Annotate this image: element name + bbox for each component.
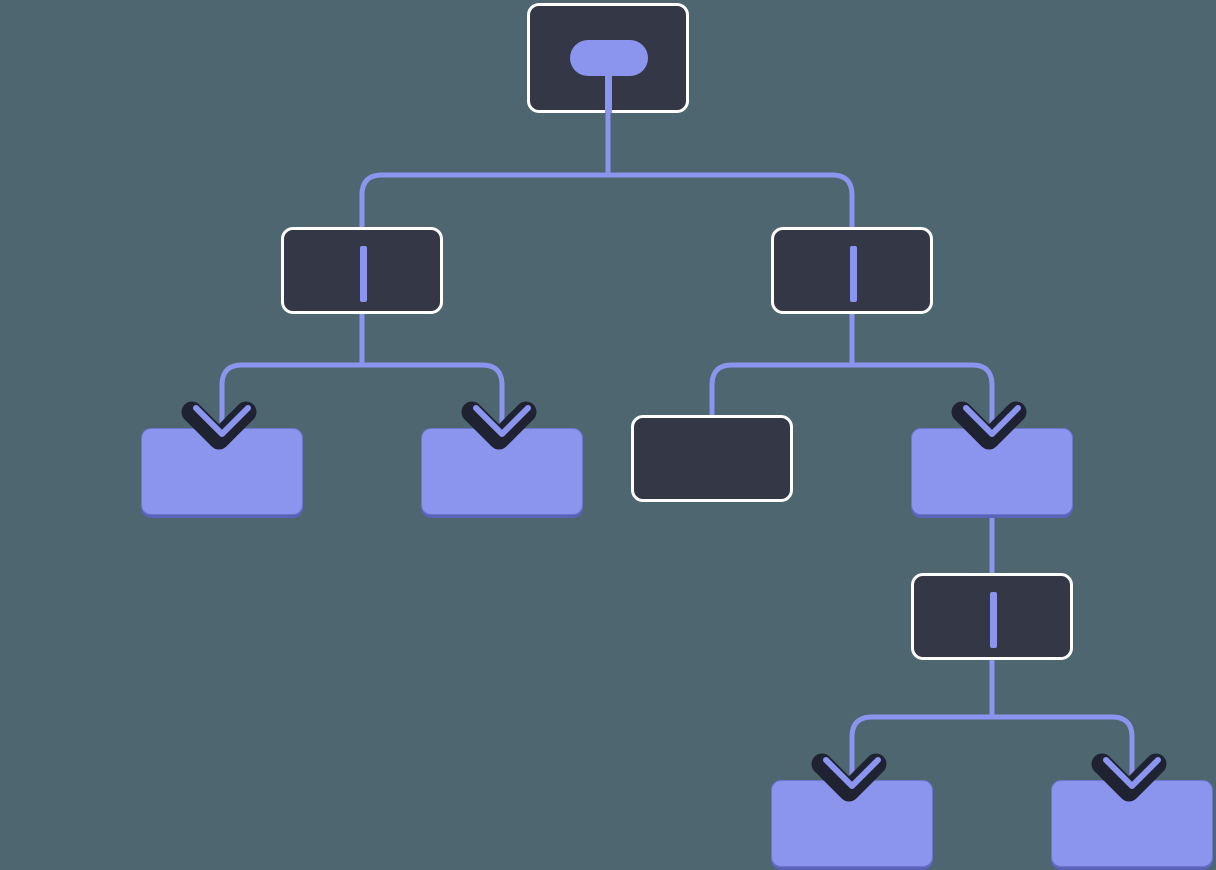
tree-node-leaf-5[interactable]	[1051, 780, 1213, 867]
tree-node-l2-right[interactable]	[911, 428, 1073, 515]
tree-node-root[interactable]	[527, 3, 689, 113]
tree-node-l3[interactable]	[911, 573, 1073, 660]
node-bar-mark	[850, 246, 857, 302]
node-stem-mark	[605, 66, 612, 113]
tree-node-l1-left[interactable]	[281, 227, 443, 314]
tree-node-leaf-2[interactable]	[421, 428, 583, 515]
node-bar-mark	[990, 592, 997, 648]
tree-node-leaf-1[interactable]	[141, 428, 303, 515]
tree-node-l1-right[interactable]	[771, 227, 933, 314]
tree-node-leaf-4[interactable]	[771, 780, 933, 867]
tree-node-leaf-3[interactable]	[631, 415, 793, 502]
node-bar-mark	[360, 246, 367, 302]
